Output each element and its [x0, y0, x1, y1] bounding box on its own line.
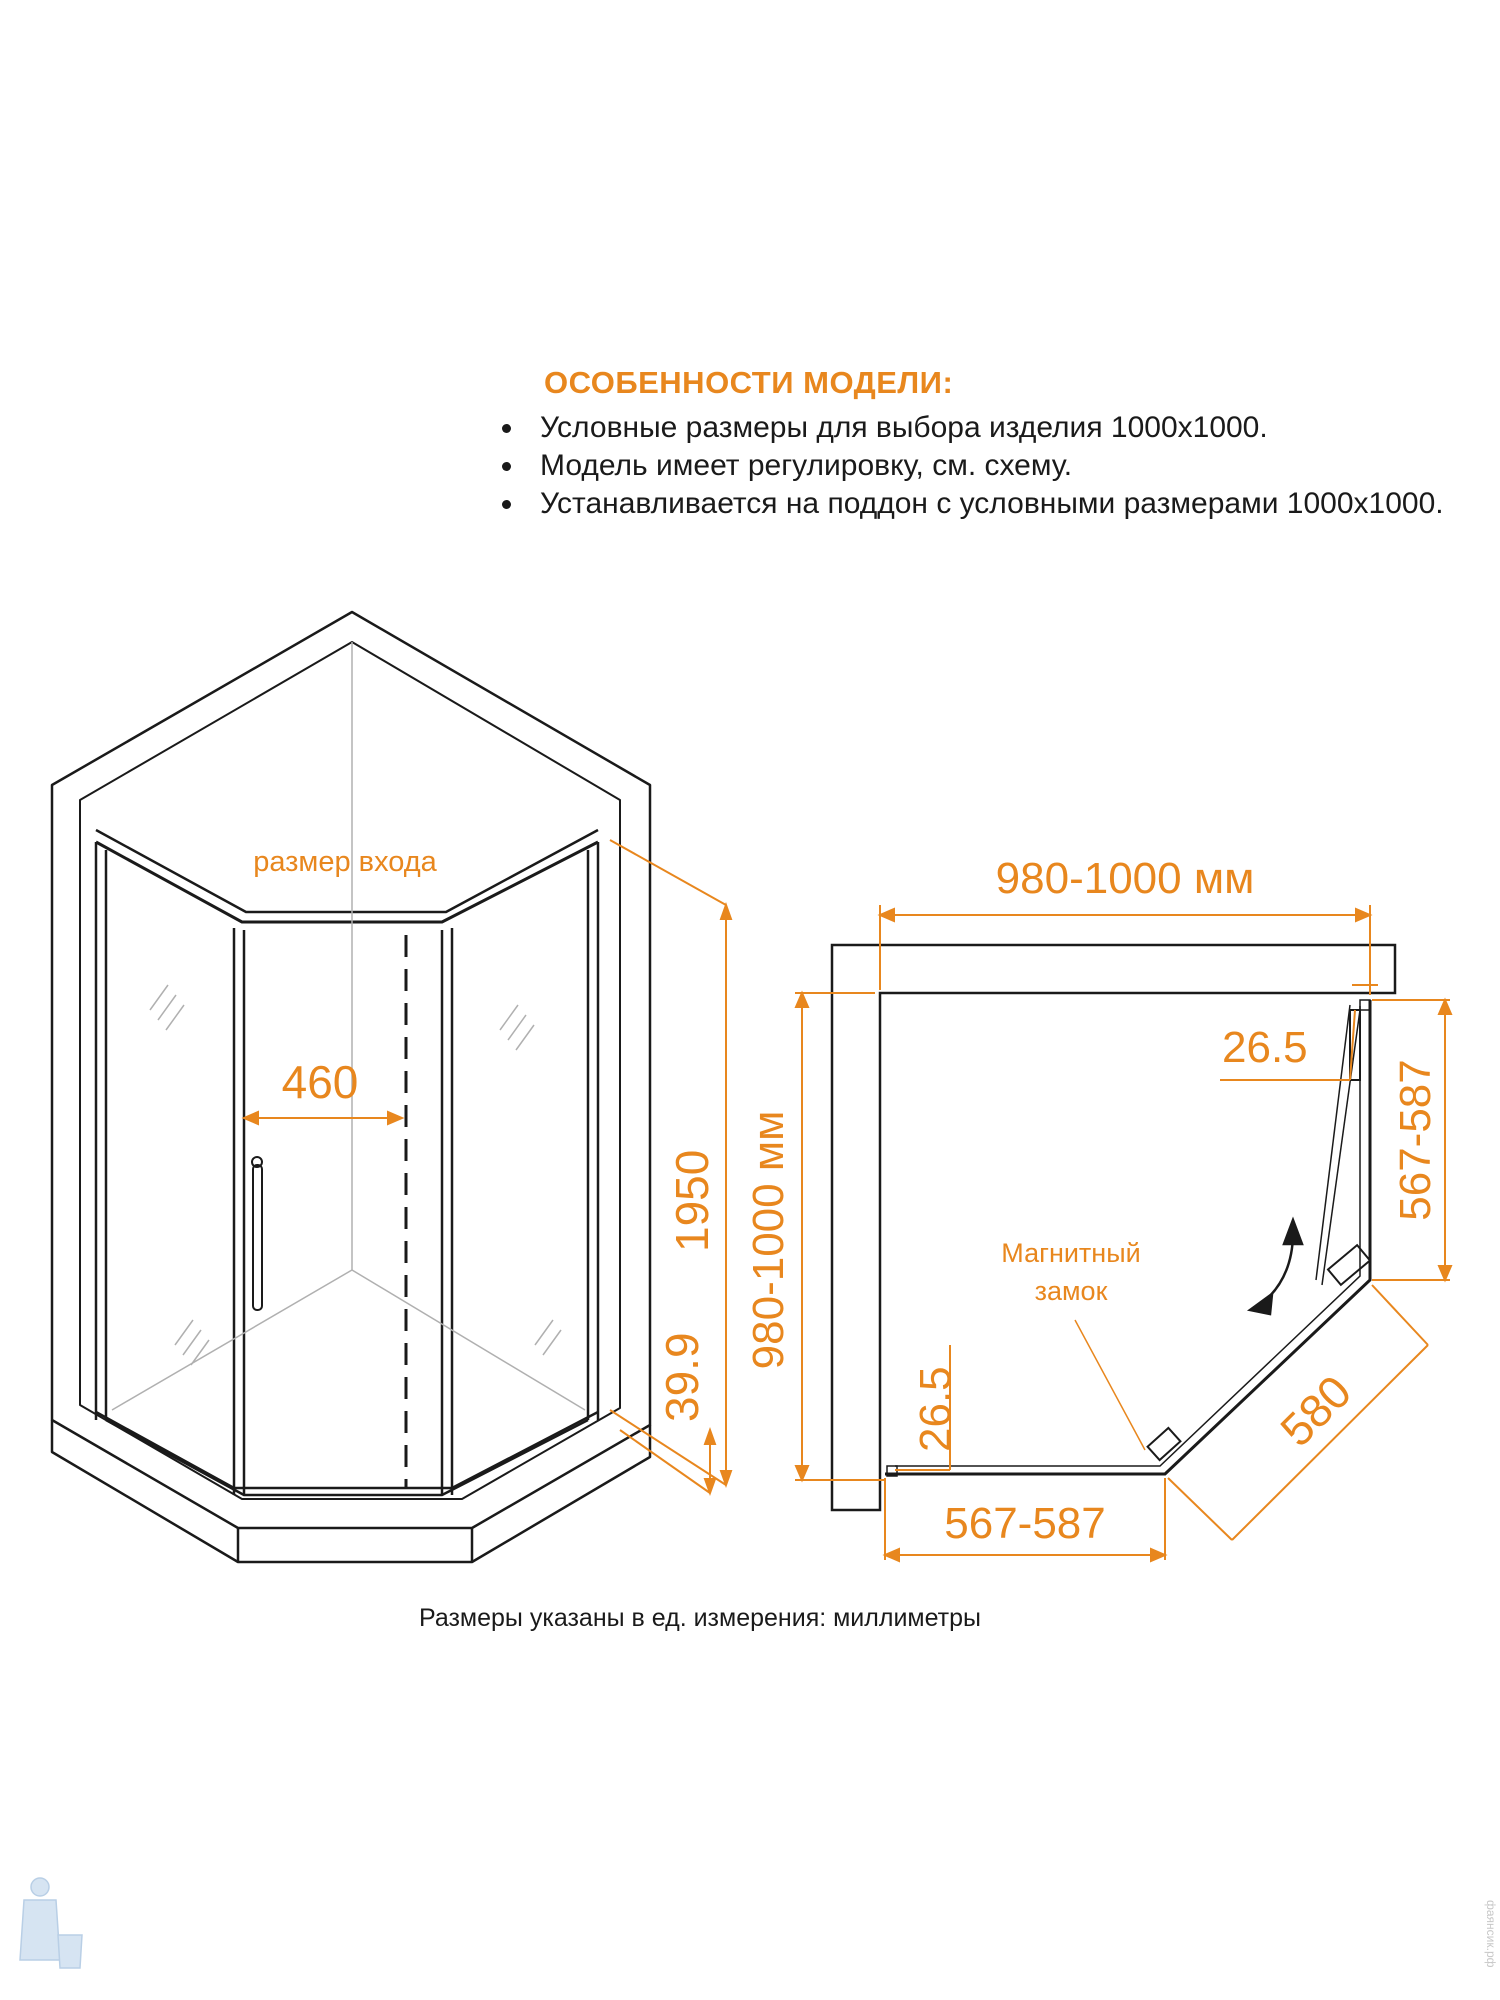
adjust-left-value: 26.5	[911, 1366, 960, 1452]
watermark-text: фаянсик.рф	[1484, 1900, 1498, 1968]
right-side-value: 567-587	[1391, 1059, 1440, 1220]
entrance-label: размер входа	[253, 846, 437, 878]
units-footnote: Размеры указаны в ед. измерения: миллиме…	[419, 1604, 981, 1632]
features-title: ОСОБЕННОСТИ МОДЕЛИ:	[544, 365, 954, 400]
height-value: 1950	[666, 1150, 718, 1252]
shower-plan-view	[830, 943, 1397, 1512]
plan-depth-value: 980-1000 мм	[744, 1111, 793, 1370]
entrance-width-value: 460	[282, 1056, 359, 1108]
tray-height-value: 39.9	[656, 1332, 708, 1422]
diagonal-value: 580	[1270, 1365, 1361, 1456]
feature-item: Условные размеры для выбора изделия 1000…	[502, 409, 1450, 447]
magnet-label-line1: Магнитный	[1001, 1238, 1140, 1268]
dims-plan: 980-1000 мм 980-1000 мм 567-587 567-587 …	[744, 854, 1453, 1563]
swing-arrow	[1246, 1216, 1304, 1316]
bottom-side-value: 567-587	[944, 1499, 1105, 1548]
features-block: ОСОБЕННОСТИ МОДЕЛИ: Условные размеры для…	[490, 365, 1450, 523]
adjust-top-value: 26.5	[1222, 1023, 1308, 1072]
feature-item: Устанавливается на поддон с условными ра…	[502, 485, 1450, 523]
interior-lines	[111, 642, 586, 1411]
dims-3d: размер входа 460 1950 39.9	[241, 839, 733, 1496]
features-list: Условные размеры для выбора изделия 1000…	[490, 409, 1450, 523]
magnet-label-line2: замок	[1035, 1276, 1108, 1306]
shower-3d-view	[50, 610, 652, 1564]
feature-item: Модель имеет регулировку, см. схему.	[502, 447, 1450, 485]
watermark-logo	[19, 1877, 83, 1969]
plan-width-value: 980-1000 мм	[996, 854, 1255, 903]
